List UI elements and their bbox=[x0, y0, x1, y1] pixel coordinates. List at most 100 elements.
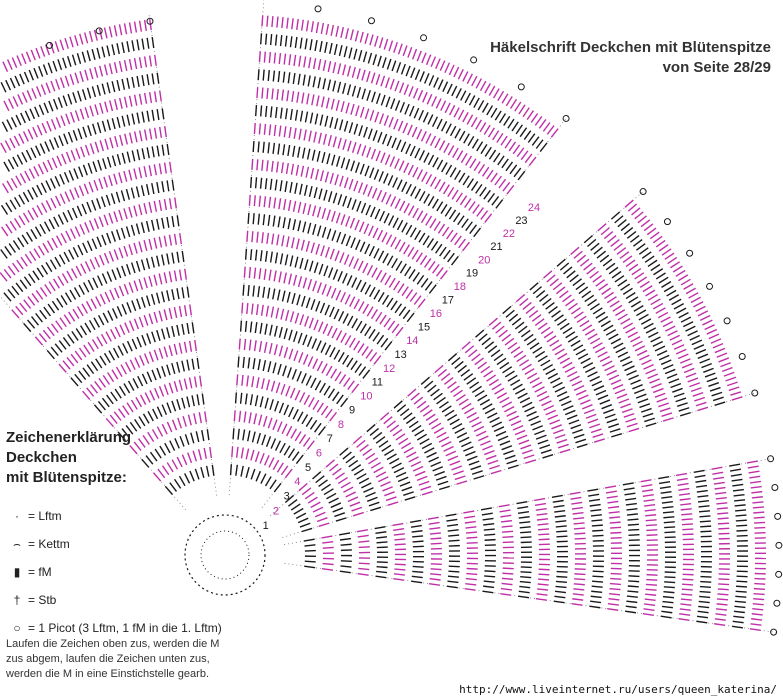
stitch-mark bbox=[260, 33, 263, 45]
stitch-mark bbox=[352, 511, 364, 517]
stitch-mark bbox=[371, 187, 378, 199]
stitch-mark bbox=[108, 175, 113, 187]
stitch-mark bbox=[205, 465, 210, 477]
stitch-mark bbox=[402, 309, 411, 320]
stitch-mark bbox=[452, 423, 463, 430]
stitch-mark bbox=[646, 534, 658, 537]
stitch-mark bbox=[138, 241, 143, 253]
stitch-mark bbox=[178, 269, 183, 281]
stitch-mark bbox=[283, 126, 287, 138]
stitch-mark bbox=[483, 124, 491, 135]
stitch-mark bbox=[514, 429, 526, 436]
stitch-mark bbox=[291, 451, 300, 462]
stitch-mark bbox=[189, 304, 193, 316]
stitch-mark bbox=[502, 305, 512, 315]
stitch-mark bbox=[664, 526, 676, 529]
stitch-mark bbox=[490, 107, 498, 118]
stitch-mark bbox=[58, 363, 67, 373]
stitch-mark bbox=[79, 325, 88, 336]
stitch-mark bbox=[59, 39, 65, 51]
stitch-mark bbox=[462, 71, 469, 82]
stitch-mark bbox=[637, 398, 649, 404]
stitch-mark bbox=[30, 49, 36, 61]
stitch-mark bbox=[262, 141, 265, 153]
stitch-mark bbox=[356, 68, 361, 80]
stitch-mark bbox=[370, 206, 376, 218]
stitch-mark bbox=[19, 73, 25, 85]
stitch-mark bbox=[535, 507, 547, 511]
stitch-mark bbox=[392, 177, 399, 188]
stitch-mark bbox=[57, 214, 64, 225]
stitch-mark bbox=[385, 234, 393, 245]
stitch-mark bbox=[391, 462, 402, 469]
stitch-mark bbox=[473, 97, 480, 108]
stitch-mark bbox=[370, 72, 376, 84]
stitch-mark bbox=[486, 374, 497, 382]
stitch-mark bbox=[109, 100, 114, 112]
stitch-mark bbox=[51, 300, 60, 311]
stitch-mark bbox=[628, 528, 640, 531]
stitch-mark bbox=[10, 177, 18, 189]
stitch-mark bbox=[628, 534, 640, 536]
stitch-mark bbox=[299, 522, 311, 528]
stitch-mark bbox=[715, 608, 728, 611]
stitch-mark bbox=[90, 361, 99, 372]
stitch-mark bbox=[74, 35, 79, 47]
stitch-mark bbox=[318, 479, 328, 488]
stitch-mark bbox=[646, 573, 658, 576]
stitch-mark bbox=[8, 98, 14, 109]
stitch-mark bbox=[8, 243, 17, 253]
stitch-mark bbox=[297, 201, 302, 213]
stitch-mark bbox=[751, 613, 763, 616]
stitch-mark bbox=[516, 147, 525, 158]
stitch-mark bbox=[343, 120, 349, 132]
stitch-mark bbox=[307, 204, 312, 216]
stitch-mark bbox=[237, 428, 240, 440]
stitch-mark bbox=[397, 43, 403, 55]
stitch-mark bbox=[288, 406, 294, 418]
stitch-mark bbox=[350, 103, 355, 115]
stitch-mark bbox=[446, 83, 453, 95]
stitch-mark bbox=[447, 523, 459, 527]
stitch-mark bbox=[537, 528, 550, 531]
stitch-mark bbox=[576, 254, 587, 263]
stitch-mark bbox=[523, 130, 532, 140]
stitch-mark bbox=[604, 413, 616, 419]
stitch-mark bbox=[412, 540, 424, 543]
stitch-mark bbox=[662, 595, 675, 599]
stitch-mark bbox=[186, 322, 190, 335]
stitch-mark bbox=[661, 412, 673, 417]
stitch-mark bbox=[325, 23, 330, 35]
stitch-mark bbox=[698, 510, 711, 513]
stitch-mark bbox=[163, 235, 168, 247]
stitch-mark bbox=[393, 573, 405, 576]
stitch-mark bbox=[342, 64, 347, 76]
stitch-mark bbox=[363, 223, 370, 235]
stitch-mark bbox=[587, 488, 599, 492]
stitch-mark bbox=[399, 408, 410, 417]
stitch-mark bbox=[716, 352, 728, 358]
stitch-mark bbox=[283, 199, 287, 211]
stitch-mark bbox=[72, 130, 78, 141]
stitch-mark bbox=[573, 344, 584, 352]
stitch-mark bbox=[472, 204, 480, 214]
stitch-mark bbox=[307, 496, 318, 504]
stitch-mark bbox=[41, 122, 48, 134]
stitch-mark bbox=[573, 385, 585, 391]
stitch-mark bbox=[365, 204, 371, 216]
stitch-mark bbox=[387, 175, 394, 186]
stitch-mark bbox=[456, 480, 468, 485]
stitch-mark bbox=[349, 501, 361, 507]
stitch-mark bbox=[458, 436, 470, 443]
stitch-mark bbox=[373, 169, 380, 180]
stitch-mark bbox=[63, 251, 70, 263]
stitch-mark bbox=[274, 106, 278, 119]
stitch-mark bbox=[484, 83, 491, 94]
stitch-mark bbox=[72, 247, 79, 258]
stitch-mark bbox=[309, 112, 314, 124]
stitch-mark bbox=[407, 47, 413, 58]
stitch-mark bbox=[65, 230, 72, 242]
stitch-mark bbox=[325, 246, 330, 258]
stitch-mark bbox=[446, 518, 458, 522]
stitch-mark bbox=[319, 40, 323, 53]
